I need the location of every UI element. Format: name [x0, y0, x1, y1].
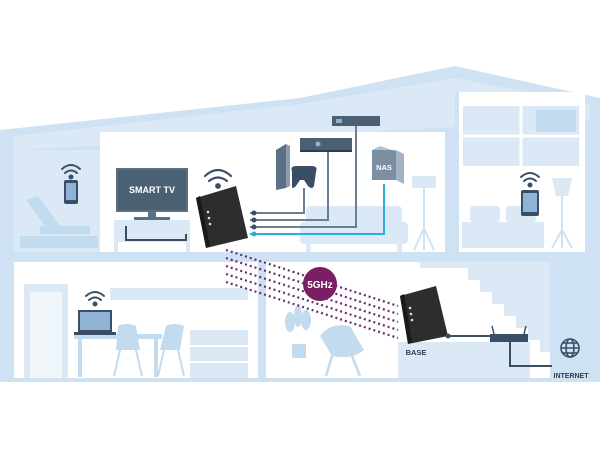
- laptop-icon: [74, 310, 116, 335]
- wifi-icon: [85, 291, 105, 307]
- tablet-icon: [521, 190, 539, 216]
- living-lamp: [412, 176, 436, 251]
- nas-label: NAS: [376, 163, 392, 172]
- bedroom-window: [463, 106, 579, 166]
- plant: [285, 305, 311, 358]
- wifi-icon: [520, 172, 540, 188]
- band-badge: [303, 267, 337, 301]
- floor-lamp: [551, 178, 573, 249]
- office-shelf: [110, 288, 248, 300]
- floor-slab: [0, 252, 600, 262]
- nas-icon: [372, 146, 404, 184]
- staircase: [420, 262, 550, 352]
- smart-tv: [116, 168, 188, 220]
- wifi-icon: [203, 168, 233, 189]
- router-icon: [490, 325, 528, 342]
- base-label: BASE: [406, 348, 427, 357]
- internet-label: INTERNET: [554, 373, 590, 380]
- game-console-icon: [276, 144, 290, 190]
- tv-stand: [114, 220, 190, 242]
- sun-lounger: [20, 196, 98, 248]
- wifi-icon: [61, 164, 81, 180]
- globe-icon: [560, 338, 580, 358]
- smartphone-icon: [64, 180, 78, 204]
- receiver-icon: [332, 116, 380, 126]
- office-cabinet: [190, 330, 248, 378]
- band-label: 5GHz: [307, 280, 333, 291]
- gamepad-icon: [291, 166, 317, 188]
- office-window: [24, 284, 68, 378]
- armchair: [320, 325, 364, 377]
- sideboard: [398, 342, 530, 378]
- bed: [462, 206, 544, 248]
- smart-tv-label: SMART TV: [129, 185, 175, 195]
- bluray-player-icon: [300, 138, 352, 152]
- upper-adapter: [196, 186, 248, 248]
- office-chairs: [113, 324, 185, 377]
- base-adapter: [400, 286, 448, 344]
- cables: [125, 126, 385, 241]
